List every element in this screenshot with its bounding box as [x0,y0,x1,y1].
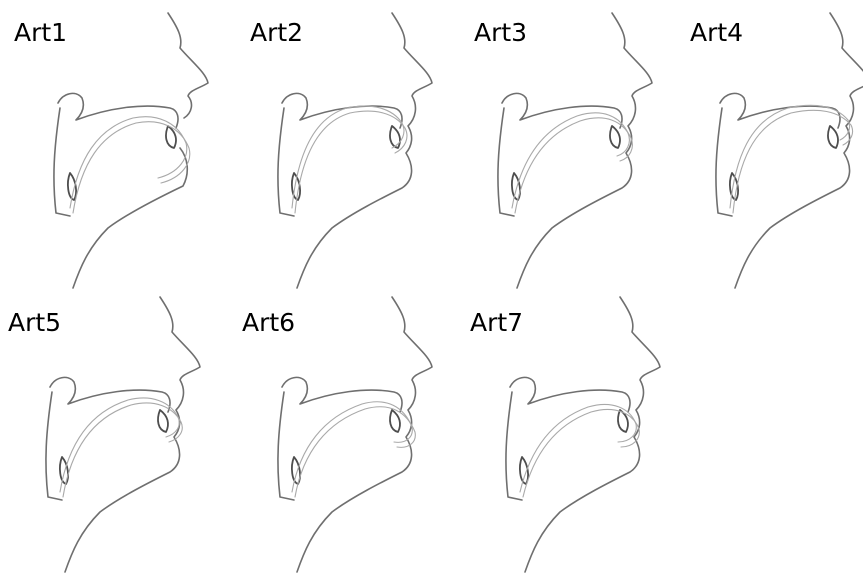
vocal-tract-profile [456,292,671,582]
tongue-contour-alt [73,122,190,213]
teeth-line [390,410,400,432]
teeth-line [390,126,400,148]
pharynx-wall-line [278,108,294,216]
tongue-contour [292,402,412,492]
tongue-contour-alt [523,409,639,497]
pharynx-wall-line [278,392,294,500]
face-profile-line [735,13,863,288]
panel-art7: Art7 [456,292,671,582]
panel-art4: Art4 [666,8,863,298]
teeth-line [618,410,628,432]
vocal-tract-profile [666,8,863,298]
teeth-line [158,410,168,432]
face-profile-line [73,13,208,288]
tongue-contour-alt [295,111,407,213]
tongue-contour-alt [63,403,182,497]
teeth-line [828,126,838,148]
face-profile-line [297,13,432,288]
panel-art6: Art6 [228,292,443,582]
palate-line [510,377,630,412]
teeth-line [610,126,620,148]
panel-art5: Art5 [0,292,215,582]
palate-line [50,377,170,412]
palate-line [282,93,402,128]
tongue-contour [292,106,404,208]
pharynx-wall-line [46,392,62,500]
panel-art2: Art2 [228,8,443,298]
pharynx-wall-line [498,108,514,216]
vocal-tract-profile [228,292,443,582]
pharynx-wall-line [54,108,70,216]
vocal-tract-profile [8,8,223,298]
panel-art1: Art1 [8,8,223,298]
vocal-tract-profile [0,292,215,582]
pharynx-wall-line [716,108,732,216]
tongue-contour-alt [733,110,853,213]
vocal-tract-profile [228,8,443,298]
pharynx-wall-line [506,392,522,500]
panel-art3: Art3 [448,8,663,298]
tongue-contour-alt [515,118,632,213]
tongue-contour [70,117,187,208]
vocal-tract-profile [448,8,663,298]
tongue-contour-alt [295,407,415,497]
face-profile-line [525,297,660,572]
